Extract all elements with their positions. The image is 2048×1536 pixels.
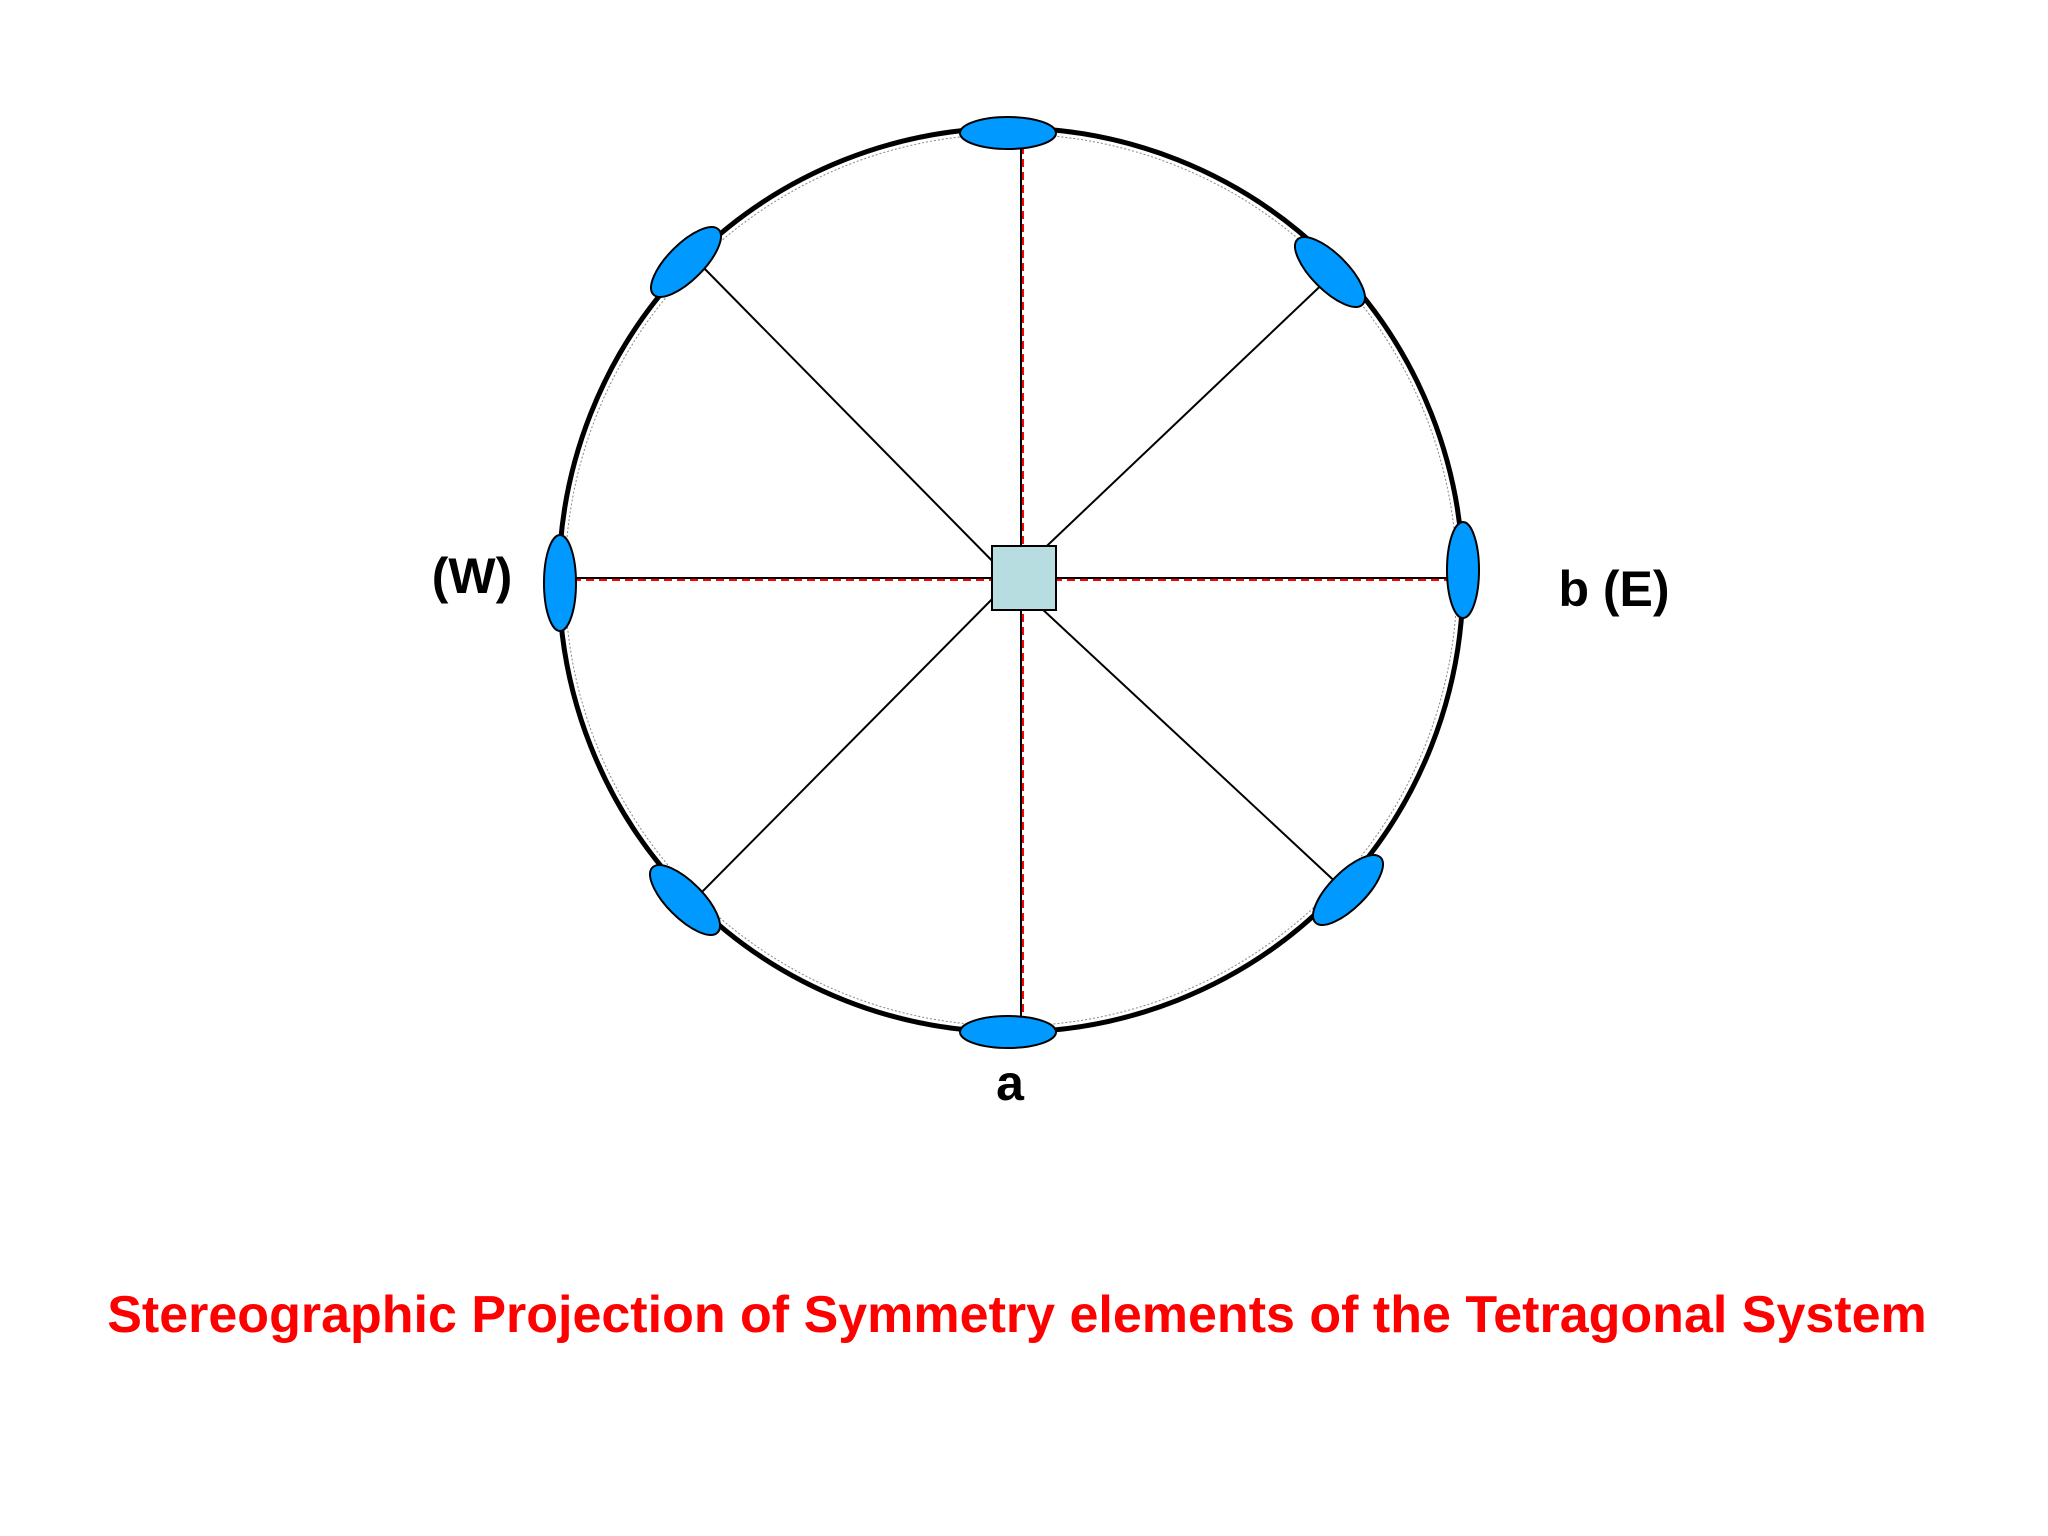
ellipse-twofold-axis-icon-w (543, 534, 577, 632)
ellipse-twofold-axis-icon-ne (1294, 236, 1366, 308)
label-west: (W) (432, 548, 513, 604)
diagonal-line-se (1010, 579, 1343, 889)
ellipse-twofold-axis-icon-nw (650, 226, 722, 298)
ellipse-twofold-axis-icon-n (959, 116, 1057, 150)
diagram-caption: Stereographic Projection of Symmetry ele… (107, 1286, 1927, 1344)
label-south: a (996, 1055, 1025, 1111)
diagonal-line-sw (696, 579, 1012, 898)
ellipse-twofold-axis-icon-sw (649, 864, 721, 936)
ellipse-twofold-axis-icon-e (1446, 521, 1480, 619)
ellipse-twofold-axis-icon-se (1312, 854, 1384, 926)
diagonal-line-ne (1010, 274, 1333, 581)
diagonal-line-nw (699, 263, 1012, 581)
ellipse-twofold-axis-icon-s (959, 1015, 1057, 1049)
square-fourfold-axis-icon (991, 545, 1057, 611)
label-east: b (E) (1558, 561, 1669, 617)
